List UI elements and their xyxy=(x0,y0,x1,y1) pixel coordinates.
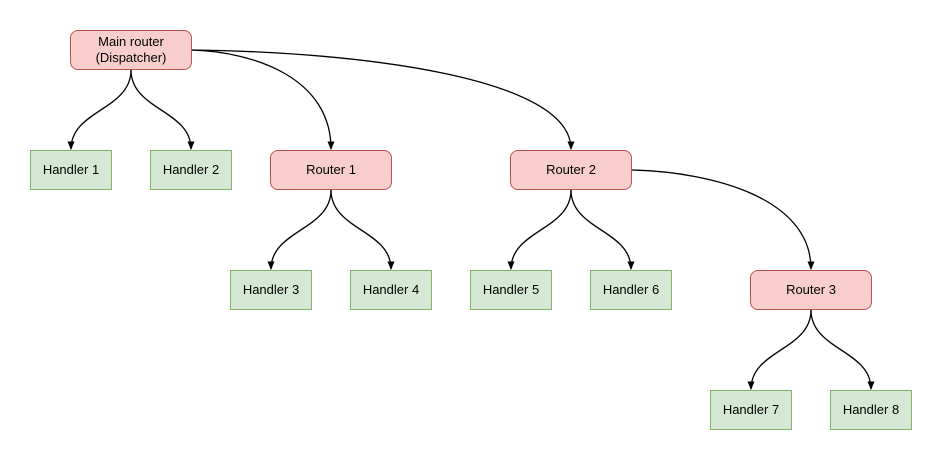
node-handler6: Handler 6 xyxy=(590,270,672,310)
edge-router2-to-router3 xyxy=(631,169,815,270)
edge-router1-to-handler4 xyxy=(330,189,395,270)
node-router1: Router 1 xyxy=(270,150,392,190)
edge-main-to-router1 xyxy=(191,49,335,150)
edge-router2-to-handler6 xyxy=(570,189,635,270)
edge-router3-to-handler7 xyxy=(747,309,812,390)
node-handler2: Handler 2 xyxy=(150,150,232,190)
node-main: Main router (Dispatcher) xyxy=(70,30,192,70)
edge-main-to-handler2 xyxy=(130,69,195,150)
node-handler4: Handler 4 xyxy=(350,270,432,310)
edge-main-to-handler1 xyxy=(67,69,132,150)
node-handler1: Handler 1 xyxy=(30,150,112,190)
edge-main-to-router2 xyxy=(191,49,575,150)
node-handler8: Handler 8 xyxy=(830,390,912,430)
edge-router1-to-handler3 xyxy=(267,189,332,270)
node-router3: Router 3 xyxy=(750,270,872,310)
edge-router3-to-handler8 xyxy=(810,309,875,390)
node-handler5: Handler 5 xyxy=(470,270,552,310)
node-router2: Router 2 xyxy=(510,150,632,190)
node-handler7: Handler 7 xyxy=(710,390,792,430)
edge-router2-to-handler5 xyxy=(507,189,572,270)
node-handler3: Handler 3 xyxy=(230,270,312,310)
